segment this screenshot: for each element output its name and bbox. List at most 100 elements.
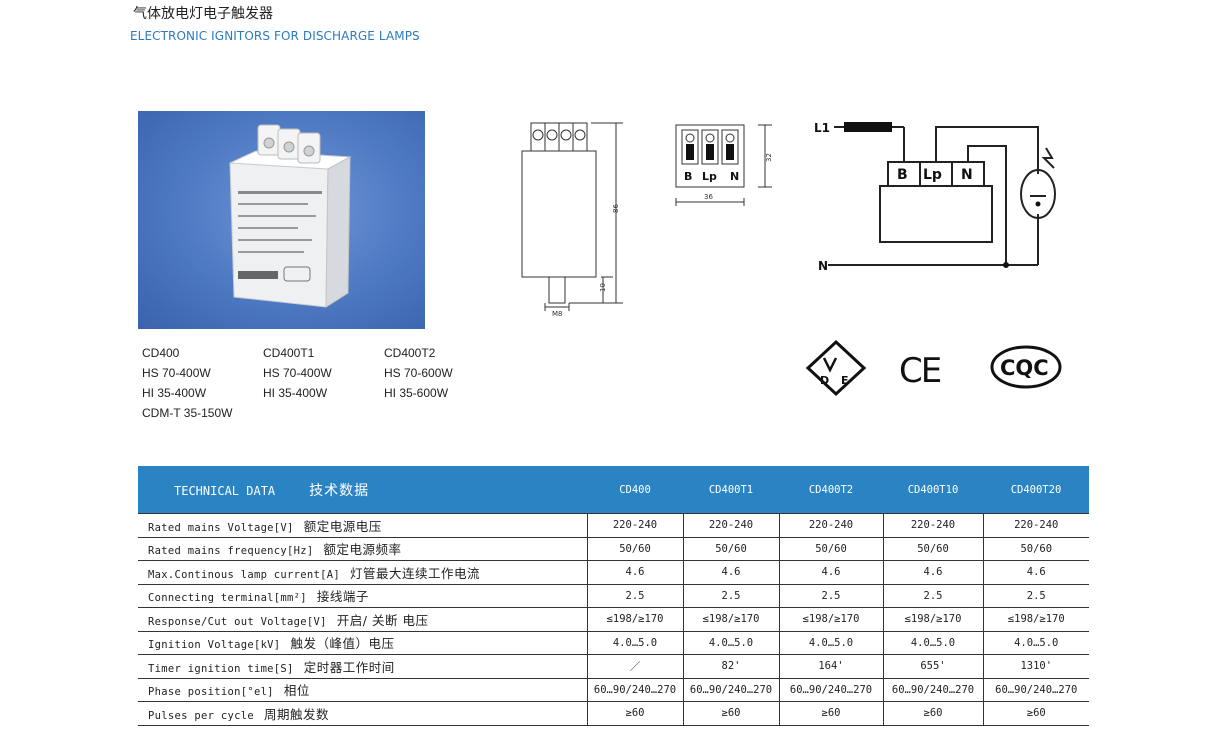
table-cell: 4.6: [586, 560, 683, 585]
model-spec: HI 35-400W: [263, 386, 328, 400]
svg-text:D: D: [820, 374, 829, 387]
column-header: CD400T20: [983, 466, 1089, 514]
cqc-mark: CQC: [990, 345, 1062, 389]
table-row: Connecting terminal[mm²]接线端子 2.5 2.5 2.5…: [138, 584, 1089, 608]
vde-mark: D E: [805, 339, 867, 397]
table-cell: 2.5: [778, 584, 883, 608]
table-cell: ≥60: [586, 701, 683, 726]
model-spec: HS 70-600W: [384, 366, 453, 380]
table-cell: ≥60: [982, 701, 1089, 726]
column-header: CD400T1: [683, 466, 779, 514]
product-photo: [138, 111, 425, 329]
table-cell: 50/60: [778, 537, 883, 561]
model-spec: HS 70-400W: [263, 366, 332, 380]
table-cell: 4.6: [778, 560, 883, 585]
model-spec: CDM-T 35-150W: [142, 406, 233, 420]
table-cell: ≤198/≥170: [778, 607, 883, 632]
table-cell: ≤198/≥170: [982, 607, 1089, 632]
model-spec: HS 70-400W: [142, 366, 211, 380]
table-row: Max.Continous lamp current[A]灯管最大连续工作电流 …: [138, 560, 1089, 585]
wiring-terminal-label: N: [961, 167, 973, 183]
table-cell: 164': [778, 654, 883, 679]
row-label: Max.Continous lamp current[A]灯管最大连续工作电流: [138, 560, 587, 585]
title-chinese: 气体放电灯电子触发器: [133, 6, 273, 22]
model-name: CD400T1: [263, 346, 315, 360]
table-cell: 1310': [982, 654, 1089, 679]
table-cell: 50/60: [982, 537, 1089, 561]
table-cell: 2.5: [882, 584, 983, 608]
table-cell: 4.0…5.0: [882, 631, 983, 655]
table-cell: 220-240: [682, 513, 779, 538]
row-label: Rated mains Voltage[V]额定电源电压: [138, 513, 587, 538]
table-cell: 4.6: [982, 560, 1089, 585]
wiring-terminal-label: Lp: [923, 167, 942, 183]
table-cell: 50/60: [586, 537, 683, 561]
model-column: CD400T2 HS 70-600W HI 35-600W: [384, 343, 504, 403]
table-cell: ≥60: [682, 701, 779, 726]
svg-text:E: E: [841, 374, 849, 387]
table-cell: ≤198/≥170: [682, 607, 779, 632]
table-cell: ／: [586, 654, 683, 679]
row-label: Phase position[°el]相位: [138, 678, 587, 702]
table-cell: 220-240: [982, 513, 1089, 538]
table-cell: 60…90/240…270: [778, 678, 883, 702]
table-row: Timer ignition time[S]定时器工作时间 ／ 82' 164'…: [138, 654, 1089, 679]
table-cell: 50/60: [882, 537, 983, 561]
row-label: Response/Cut out Voltage[V]开启/ 关断 电压: [138, 607, 587, 632]
wiring-terminal-label: B: [897, 167, 908, 183]
dim-height-label: 86: [612, 204, 620, 213]
table-cell: 4.0…5.0: [682, 631, 779, 655]
row-label: Timer ignition time[S]定时器工作时间: [138, 654, 587, 679]
table-row: Rated mains Voltage[V]额定电源电压 220-240 220…: [138, 513, 1089, 538]
table-cell: 4.6: [882, 560, 983, 585]
table-cell: ≥60: [778, 701, 883, 726]
table-cell: 2.5: [982, 584, 1089, 608]
terminal-drawing: B Lp N 36 32: [668, 118, 778, 214]
dim-width-label: 36: [704, 193, 713, 201]
certification-marks: D E CE CQC: [800, 338, 1070, 402]
wiring-line-label: L1: [814, 121, 830, 135]
column-header: CD400T10: [883, 466, 983, 514]
model-name: CD400: [142, 346, 180, 360]
table-cell: ≤198/≥170: [586, 607, 683, 632]
model-column: CD400 HS 70-400W HI 35-400W CDM-T 35-150…: [142, 343, 262, 423]
table-cell: 60…90/240…270: [682, 678, 779, 702]
table-cell: 2.5: [682, 584, 779, 608]
table-cell: 2.5: [586, 584, 683, 608]
table-cell: 60…90/240…270: [586, 678, 683, 702]
model-column: CD400T1 HS 70-400W HI 35-400W: [263, 343, 383, 403]
model-name: CD400T2: [384, 346, 436, 360]
row-label: Ignition Voltage[kV]触发（峰值）电压: [138, 631, 587, 655]
terminal-label: Lp: [702, 170, 717, 183]
table-row: Phase position[°el]相位 60…90/240…270 60…9…: [138, 678, 1089, 702]
row-label: Connecting terminal[mm²]接线端子: [138, 584, 587, 608]
ignitor-illustration: [229, 124, 352, 308]
table-cell: 4.0…5.0: [982, 631, 1089, 655]
table-cell: 60…90/240…270: [882, 678, 983, 702]
wiring-neutral-label: N: [818, 259, 828, 273]
title-english: ELECTRONIC IGNITORS FOR DISCHARGE LAMPS: [130, 29, 420, 43]
table-cell: 220-240: [586, 513, 683, 538]
dim-stem-label: 10: [599, 283, 607, 292]
ce-mark: CE: [899, 351, 941, 391]
table-row: Ignition Voltage[kV]触发（峰值）电压 4.0…5.0 4.0…: [138, 631, 1089, 655]
model-spec: HI 35-400W: [142, 386, 207, 400]
table-cell: ≤198/≥170: [882, 607, 983, 632]
terminal-label: N: [730, 170, 739, 183]
dim-term-height-label: 32: [765, 153, 773, 162]
table-cell: 50/60: [682, 537, 779, 561]
table-cell: 655': [882, 654, 983, 679]
dim-thread-label: M8: [552, 310, 563, 318]
table-cell: 4.6: [682, 560, 779, 585]
table-row: Response/Cut out Voltage[V]开启/ 关断 电压 ≤19…: [138, 607, 1089, 632]
column-header: CD400: [587, 466, 683, 514]
table-cell: 60…90/240…270: [982, 678, 1089, 702]
svg-text:CQC: CQC: [1000, 356, 1049, 380]
table-cell: 220-240: [882, 513, 983, 538]
terminal-label: B: [684, 170, 692, 183]
